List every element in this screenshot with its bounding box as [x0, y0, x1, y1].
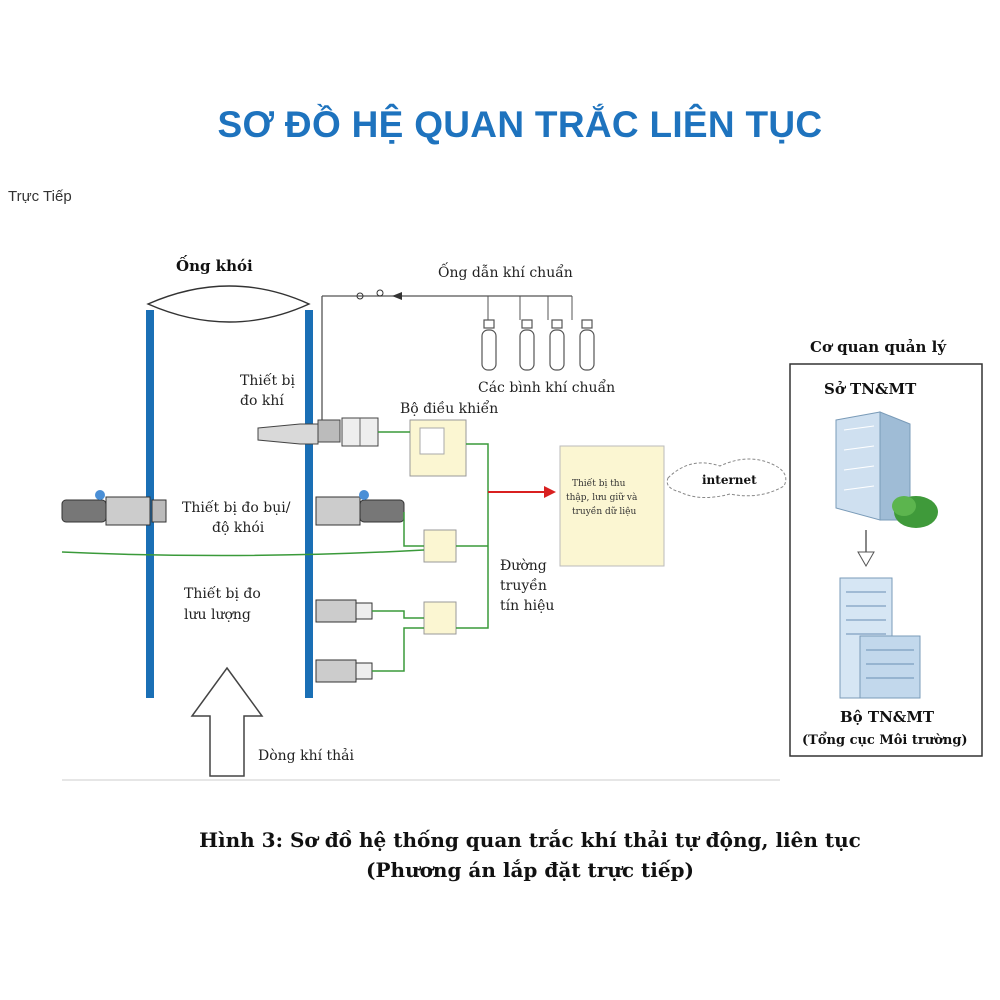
dust-meter-right	[315, 490, 405, 526]
gas-pipe	[321, 289, 573, 425]
figure-caption-line1: Hình 3: Sơ đồ hệ thống quan trắc khí thả…	[199, 828, 861, 852]
page-subtitle: Trực Tiếp	[8, 188, 72, 205]
datalogger-box	[559, 445, 665, 567]
hierarchy-arrow	[857, 530, 875, 568]
chimney-label: Ống khói	[176, 255, 253, 275]
dept-building-icon	[835, 411, 938, 528]
dust-device-label-1: Thiết bị đo bụi/	[182, 499, 291, 516]
dept-label: Sở TN&MT	[824, 380, 917, 398]
gas-device-label-2: đo khí	[240, 393, 284, 409]
gas-device-label-1: Thiết bị	[240, 372, 295, 389]
authority-title: Cơ quan quản lý	[810, 338, 947, 356]
dust-meter-left	[61, 490, 167, 526]
flow-meter-bottom	[315, 659, 373, 683]
ministry-label: Bộ TN&MT	[840, 708, 935, 726]
controller-screen	[419, 427, 445, 455]
gas-pipe-label: Ống dẫn khí chuẩn	[438, 261, 573, 281]
chimney-wall-right	[305, 310, 313, 698]
ministry-sub-label: (Tổng cục Môi trường)	[802, 732, 968, 748]
dust-device-label-2: độ khói	[212, 520, 265, 536]
signal-label-3: tín hiệu	[500, 598, 554, 614]
controller-label: Bộ điều khiển	[400, 399, 498, 417]
junction-box-flow	[423, 601, 457, 635]
data-arrow-head	[544, 486, 556, 498]
signal-label-2: truyền	[500, 577, 547, 594]
flow-device-label-1: Thiết bị đo	[184, 585, 261, 602]
chimney	[146, 285, 313, 698]
junction-box-dust	[423, 529, 457, 563]
signal-label-1: Đường	[500, 558, 547, 574]
ministry-building-icon	[839, 577, 921, 699]
page-title: SƠ ĐỒ HỆ QUAN TRẮC LIÊN TỤC	[217, 104, 823, 145]
internet-label: internet	[702, 473, 757, 487]
exhaust-label: Dòng khí thải	[258, 747, 354, 764]
chimney-top-ellipse	[146, 285, 311, 323]
flow-meter-top	[315, 599, 373, 623]
exhaust-arrow-icon	[190, 666, 264, 777]
datalogger-label-3: truyền dữ liệu	[572, 506, 636, 517]
datalogger-label-2: thập, lưu giữ và	[566, 492, 638, 503]
signal-lines	[61, 431, 489, 672]
figure-caption-line2: (Phương án lắp đặt trực tiếp)	[366, 858, 694, 882]
datalogger-label-1: Thiết bị thu	[572, 478, 626, 489]
gas-analyzer-device	[257, 417, 379, 447]
flow-device-label-2: lưu lượng	[184, 607, 251, 623]
cylinders-label: Các bình khí chuẩn	[478, 378, 615, 396]
internet-cloud	[666, 458, 787, 498]
gas-cylinders	[481, 319, 595, 371]
